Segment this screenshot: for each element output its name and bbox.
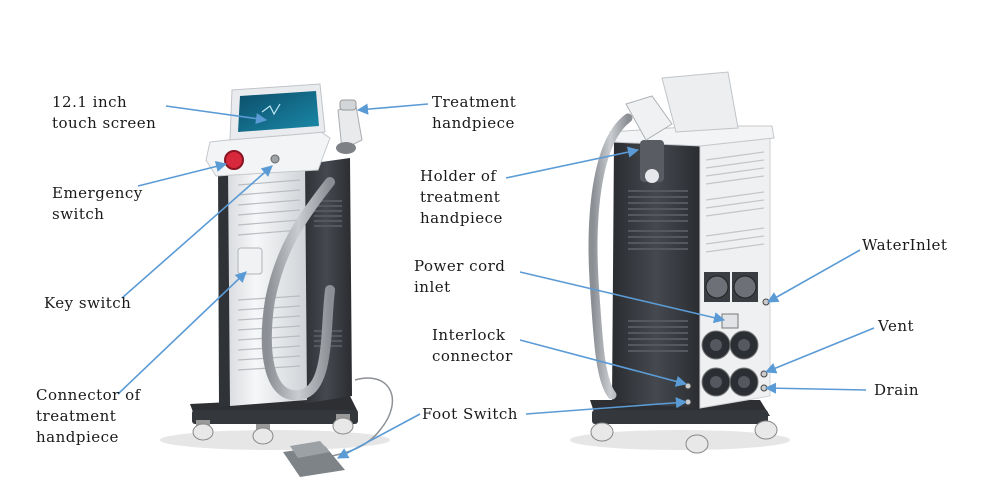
touch-screen bbox=[229, 83, 326, 141]
label-emergency-switch: Emergency switch bbox=[52, 184, 143, 223]
arrow-key-switch bbox=[121, 165, 273, 299]
emergency-button-icon bbox=[224, 150, 244, 170]
label-water-inlet: WaterInlet bbox=[862, 236, 948, 254]
arrow-power-cord bbox=[519, 271, 726, 324]
fan-icon bbox=[729, 330, 759, 360]
arrow-treatment-handpiece bbox=[356, 103, 429, 115]
treatment-handpiece bbox=[336, 99, 363, 154]
arrow-connector bbox=[117, 271, 247, 395]
arrow-vent bbox=[764, 327, 875, 374]
label-drain: Drain bbox=[874, 381, 920, 399]
front-machine bbox=[160, 83, 394, 477]
handpiece-hose bbox=[261, 177, 335, 401]
label-holder: Holder of treatment handpiece bbox=[420, 167, 503, 227]
arrow-water-inlet bbox=[767, 249, 861, 303]
arrow-foot-switch-left bbox=[337, 413, 421, 459]
fan-icon bbox=[701, 330, 731, 360]
fan-icon bbox=[701, 367, 731, 397]
arrow-touch-screen bbox=[165, 105, 268, 125]
wheel-icon bbox=[192, 420, 214, 441]
power-inlet-icon bbox=[721, 313, 739, 329]
arrow-interlock bbox=[519, 339, 688, 387]
label-touch-screen: 12.1 inch touch screen bbox=[52, 93, 157, 132]
arrow-drain bbox=[764, 382, 867, 394]
arrow-holder bbox=[505, 146, 640, 179]
label-interlock: Interlock connector bbox=[432, 326, 513, 365]
label-foot-switch: Foot Switch bbox=[422, 405, 518, 423]
fan-icon bbox=[729, 367, 759, 397]
wheel-icon bbox=[252, 424, 274, 445]
key-switch-icon bbox=[270, 154, 280, 164]
handpiece-connector bbox=[237, 247, 263, 275]
label-power-cord: Power cord inlet bbox=[414, 257, 506, 296]
wheel-icon bbox=[685, 434, 709, 454]
label-vent: Vent bbox=[878, 317, 915, 335]
wheel-icon bbox=[754, 420, 778, 440]
fan-icon bbox=[732, 272, 758, 302]
label-key-switch: Key switch bbox=[44, 294, 132, 312]
label-treatment-handpiece: Treatment handpiece bbox=[432, 93, 517, 132]
holder-of-handpiece bbox=[640, 140, 664, 183]
arrow-emergency-switch bbox=[137, 161, 228, 187]
wheel-icon bbox=[332, 414, 354, 435]
foot-switch bbox=[283, 441, 345, 477]
back-machine bbox=[570, 71, 790, 454]
fan-icon bbox=[704, 272, 730, 302]
label-connector: Connector of treatment handpiece bbox=[36, 386, 141, 446]
arrow-foot-switch-right bbox=[525, 397, 688, 415]
wheel-icon bbox=[590, 422, 614, 442]
